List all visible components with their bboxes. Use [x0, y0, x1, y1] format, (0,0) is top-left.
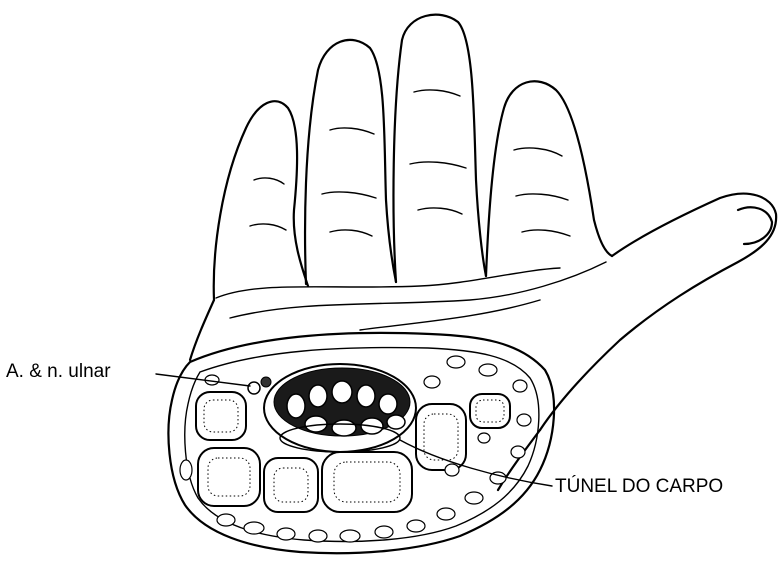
ulnar-nerve — [261, 377, 271, 387]
thumb — [540, 194, 776, 430]
lobule — [340, 530, 360, 542]
wrist-cross-section — [156, 333, 554, 553]
ring-finger — [305, 40, 396, 284]
tendon — [332, 381, 352, 403]
lobule — [309, 530, 327, 542]
tendon — [387, 415, 405, 429]
lobule — [445, 464, 459, 476]
finger-crease — [522, 230, 570, 236]
palm-crease-3 — [360, 300, 540, 330]
ulnar-artery — [248, 382, 260, 394]
bone-marrow — [274, 468, 308, 502]
lobule — [465, 492, 483, 504]
finger-crease — [330, 230, 372, 236]
index-finger — [486, 81, 612, 276]
lobule — [407, 520, 425, 532]
thumbnail — [738, 207, 772, 244]
little-finger — [214, 101, 308, 300]
palm-crease-2 — [230, 262, 606, 318]
palm-crease-1 — [216, 268, 560, 298]
finger-crease — [516, 194, 568, 200]
lobule — [277, 528, 295, 540]
lobule — [375, 526, 393, 538]
lobule — [244, 522, 264, 534]
bone-marrow — [204, 400, 238, 432]
bone-marrow — [208, 458, 250, 496]
middle-finger — [394, 15, 486, 282]
lobule — [447, 356, 465, 368]
bone-marrow — [334, 462, 400, 502]
lobule — [517, 414, 531, 426]
lobule — [180, 460, 192, 480]
tendon — [287, 394, 305, 418]
lobule — [437, 508, 455, 520]
finger-crease — [410, 162, 466, 168]
bone-marrow — [476, 400, 504, 422]
ulnar-leader-line — [156, 374, 250, 386]
lobule — [217, 514, 235, 526]
finger-crease — [414, 90, 460, 96]
finger-crease — [330, 128, 374, 134]
finger-crease — [514, 148, 562, 156]
palm-ulnar-edge — [190, 300, 214, 360]
lobule — [424, 376, 440, 388]
lobule — [479, 364, 497, 376]
lobule — [513, 380, 527, 392]
lobule — [511, 446, 525, 458]
finger-crease — [250, 224, 286, 230]
carpal-tunnel-label: TÚNEL DO CARPO — [555, 477, 723, 496]
ulnar-artery-nerve-label: A. & n. ulnar — [6, 362, 111, 381]
finger-crease — [418, 208, 462, 214]
finger-crease — [322, 192, 376, 198]
tendon — [357, 385, 375, 407]
tendon — [309, 385, 327, 407]
tendon — [332, 420, 356, 436]
lobule — [478, 433, 490, 443]
tendon — [379, 394, 397, 414]
finger-crease — [254, 178, 284, 184]
